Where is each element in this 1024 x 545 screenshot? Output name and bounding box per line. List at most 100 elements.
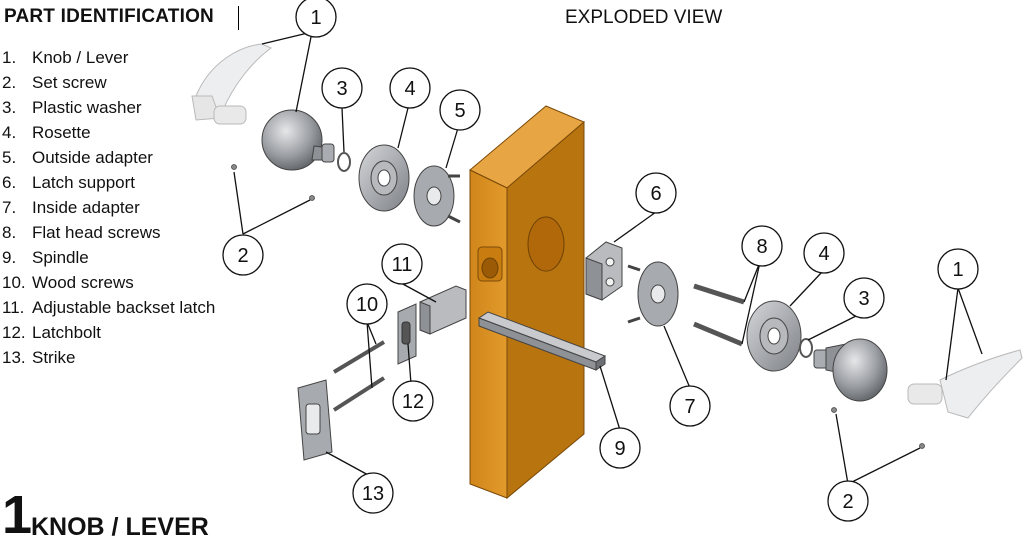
list-item: 3. Plastic washer (2, 97, 215, 122)
spindle (477, 311, 607, 371)
knob-right (813, 338, 888, 402)
list-item: 1. Knob / Lever (2, 47, 215, 72)
inside-adapter (627, 261, 679, 327)
part-number: 8. (2, 223, 17, 242)
parts-list: 1. Knob / Lever 2. Set screw 3. Plastic was… (2, 47, 215, 372)
svg-text:2: 2 (237, 245, 248, 267)
adjustable-backset-latch (397, 285, 467, 365)
knob-left (261, 109, 335, 171)
list-item: 2. Set screw (2, 72, 215, 97)
list-item: 6. Latch support (2, 172, 215, 197)
part-number: 3. (2, 98, 17, 117)
set-screw-right-a (831, 407, 837, 413)
part-label: Spindle (32, 248, 89, 267)
part-label: Strike (32, 348, 76, 367)
text-caret (238, 6, 239, 30)
part-label: Latch support (32, 173, 136, 192)
callout-5: 5 (439, 89, 481, 131)
callout-1-right: 1 (937, 248, 979, 290)
section-title: KNOB / LEVER (31, 513, 209, 541)
part-number: 5. (2, 148, 17, 167)
callout-3-right: 3 (843, 277, 885, 319)
callout-2-left: 2 (222, 234, 264, 276)
strike-plate (297, 379, 333, 461)
set-screw-left-b (309, 195, 315, 201)
list-item: 5. Outside adapter (2, 147, 215, 172)
part-number: 11. (2, 298, 25, 317)
part-label: Adjustable backset latch (32, 298, 216, 317)
wood-screws (332, 340, 386, 412)
exploded-view-title: EXPLODED VIEW (565, 7, 723, 28)
svg-text:2: 2 (842, 491, 853, 513)
part-number: 9. (2, 248, 17, 267)
svg-text:10: 10 (356, 294, 378, 316)
set-screw-right-b (919, 443, 925, 449)
list-item: 4. Rosette (2, 122, 215, 147)
list-item: 10. Wood screws (2, 272, 215, 297)
svg-text:6: 6 (650, 183, 661, 205)
lever-left (191, 43, 272, 125)
callout-4-left: 4 (389, 67, 431, 109)
part-number: 12. (2, 323, 26, 342)
svg-text:12: 12 (402, 391, 424, 413)
callout-6: 6 (635, 172, 677, 214)
list-item: 8. Flat head screws (2, 222, 215, 247)
part-number: 1. (2, 48, 17, 67)
flat-head-screws (693, 283, 745, 347)
svg-text:3: 3 (336, 78, 347, 100)
part-number: 6. (2, 173, 17, 192)
part-label: Inside adapter (32, 198, 140, 217)
door-bore-hole (527, 216, 565, 272)
part-number: 4. (2, 123, 17, 142)
part-number: 7. (2, 198, 17, 217)
callout-11: 11 (381, 243, 423, 285)
callout-10: 10 (346, 283, 388, 325)
latchbolt (401, 321, 411, 345)
list-item: 7. Inside adapter (2, 197, 215, 222)
list-item: 13. Strike (2, 347, 215, 372)
washer-right (799, 338, 813, 358)
list-item: 12. Latchbolt (2, 322, 215, 347)
callout-8: 8 (741, 225, 783, 267)
part-label: Rosette (32, 123, 91, 142)
list-item: 9. Spindle (2, 247, 215, 272)
svg-text:3: 3 (858, 288, 869, 310)
outside-adapter (413, 165, 461, 227)
section-number: 1 (2, 485, 33, 545)
svg-text:4: 4 (818, 243, 829, 265)
callout-3-left: 3 (321, 67, 363, 109)
part-number: 10. (2, 273, 26, 292)
part-label: Outside adapter (32, 148, 153, 167)
svg-text:11: 11 (392, 254, 413, 276)
svg-text:4: 4 (404, 78, 415, 100)
part-number: 2. (2, 73, 17, 92)
svg-text:13: 13 (362, 483, 384, 505)
part-identification-title: PART IDENTIFICATION (4, 6, 214, 27)
callout-13: 13 (352, 472, 394, 514)
latch-support (585, 241, 623, 301)
part-label: Wood screws (32, 273, 134, 292)
svg-text:1: 1 (310, 7, 321, 29)
part-label: Flat head screws (32, 223, 161, 242)
rosette-right (746, 300, 802, 372)
set-screw-left-a (231, 164, 237, 170)
svg-text:5: 5 (454, 100, 465, 122)
svg-text:9: 9 (614, 438, 625, 460)
callout-2-right: 2 (827, 480, 869, 522)
part-number: 13. (2, 348, 26, 367)
callout-4-right: 4 (803, 232, 845, 274)
lever-right (907, 349, 1023, 419)
svg-text:1: 1 (952, 259, 963, 281)
callout-1-top: 1 (295, 0, 337, 38)
leader-lines (233, 31, 983, 485)
part-label: Knob / Lever (32, 48, 129, 67)
svg-text:7: 7 (684, 396, 695, 418)
svg-text:8: 8 (756, 236, 767, 258)
rosette-left (358, 144, 410, 212)
part-label: Latchbolt (32, 323, 101, 342)
part-label: Plastic washer (32, 98, 142, 117)
callout-9: 9 (599, 427, 641, 469)
list-item: 11. Adjustable backset latch (2, 297, 215, 322)
part-label: Set screw (32, 73, 107, 92)
